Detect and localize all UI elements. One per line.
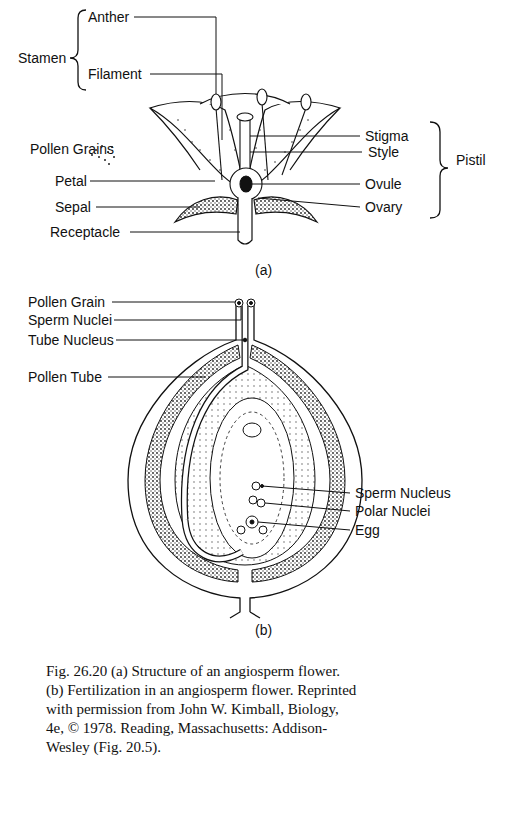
leader-line [252, 184, 360, 185]
leader-line [250, 152, 362, 153]
leader-line [134, 17, 216, 94]
leader-line [90, 17, 362, 232]
ovule-outline [128, 305, 362, 618]
part-label: Sepal [55, 199, 91, 215]
petal-shape [150, 102, 245, 191]
petal-stipple [255, 147, 257, 149]
nucellus [175, 365, 315, 565]
petal-shape [150, 108, 200, 170]
part-label: Tube Nucleus [28, 332, 114, 348]
part-label: Egg [355, 522, 380, 538]
part-label: Pollen Grains [30, 141, 114, 157]
part-label: Stigma [365, 128, 409, 144]
leader-line [150, 74, 222, 140]
leader-line [90, 181, 215, 182]
leader-line [112, 302, 235, 303]
petal-stipple [219, 169, 221, 171]
stamen-shape [257, 89, 267, 105]
pollen-grain [247, 299, 255, 307]
part-label: Ovary [365, 199, 402, 215]
pollen-tube [184, 306, 245, 559]
nucleus [237, 423, 267, 534]
nucleus [250, 520, 254, 524]
petal-stipple [199, 149, 201, 151]
nucleus [243, 423, 261, 437]
sepal-shape [175, 197, 238, 222]
leader-line [130, 232, 240, 233]
panel-label: (a) [255, 262, 272, 278]
petal-stipple [259, 129, 261, 131]
part-label: Sperm Nucleus [355, 485, 451, 501]
part-label: Petal [55, 173, 87, 189]
nucleus [252, 482, 260, 490]
leader-line [250, 136, 360, 137]
petal-stipple [177, 119, 309, 171]
stamen-shape [216, 108, 222, 180]
embryo-sac [210, 398, 294, 558]
nucleus [237, 526, 245, 534]
petal-stipple [177, 119, 179, 121]
part-label: Pollen Grain [28, 294, 105, 310]
figure-caption: Fig. 26.20 (a) Structure of an angiosper… [46, 662, 358, 757]
leader-line [262, 486, 350, 493]
leader-line [258, 198, 360, 207]
bracket [70, 10, 86, 90]
stamen-shape [211, 89, 311, 180]
leader-line [265, 503, 350, 511]
embryo-sac [220, 412, 284, 544]
pollen-grain [238, 302, 241, 305]
receptacle-shape [238, 198, 252, 244]
stamen-shape [282, 108, 306, 175]
pollen-tube [184, 306, 245, 559]
nucleus [246, 516, 258, 528]
part-label: Pistil [456, 152, 486, 168]
nucleus [257, 499, 265, 507]
stamen-shape [211, 94, 221, 110]
leader-line [108, 302, 350, 530]
petal-stipple [234, 149, 236, 151]
leader-line [116, 340, 243, 341]
stamen-shape [301, 94, 311, 110]
pistil-shape [230, 113, 262, 200]
part-label: Stamen [18, 50, 66, 66]
pistil-shape [237, 113, 253, 121]
leader-line [108, 377, 205, 378]
panel-label: (b) [255, 622, 272, 638]
petal-stipple [264, 169, 266, 171]
pistil-shape [240, 120, 250, 170]
pollen-dots [104, 159, 106, 161]
nucleus [259, 526, 267, 534]
part-label: Sperm Nuclei [28, 312, 112, 328]
part-label: Filament [88, 66, 142, 82]
petal-stipple [274, 161, 276, 163]
leader-line [258, 522, 350, 530]
part-label: Polar Nuclei [355, 503, 430, 519]
part-label: Anther [88, 9, 129, 25]
pollen-grain [243, 338, 247, 342]
part-label: Style [368, 144, 399, 160]
part-label: Pollen Tube [28, 369, 102, 385]
petal-stipple [184, 129, 186, 131]
petal-stipple [307, 119, 309, 121]
petal-stipple [209, 159, 211, 161]
stamen-shape [262, 103, 268, 180]
pollen-grain [235, 299, 243, 307]
leader-line [114, 307, 241, 320]
part-label: Ovule [365, 176, 402, 192]
pollen-dots [108, 163, 110, 165]
part-label: Receptacle [50, 224, 120, 240]
pistil-shape [240, 176, 252, 192]
nucleus [249, 496, 257, 504]
petal-stipple [229, 129, 231, 131]
petal-stipple [291, 141, 293, 143]
petal-stipple [191, 141, 193, 143]
bracket [430, 122, 448, 218]
petal-shape [290, 108, 340, 170]
pollen-grain [250, 302, 253, 305]
bracket [70, 10, 448, 218]
leader-line [96, 207, 200, 208]
petal-stipple [299, 129, 301, 131]
